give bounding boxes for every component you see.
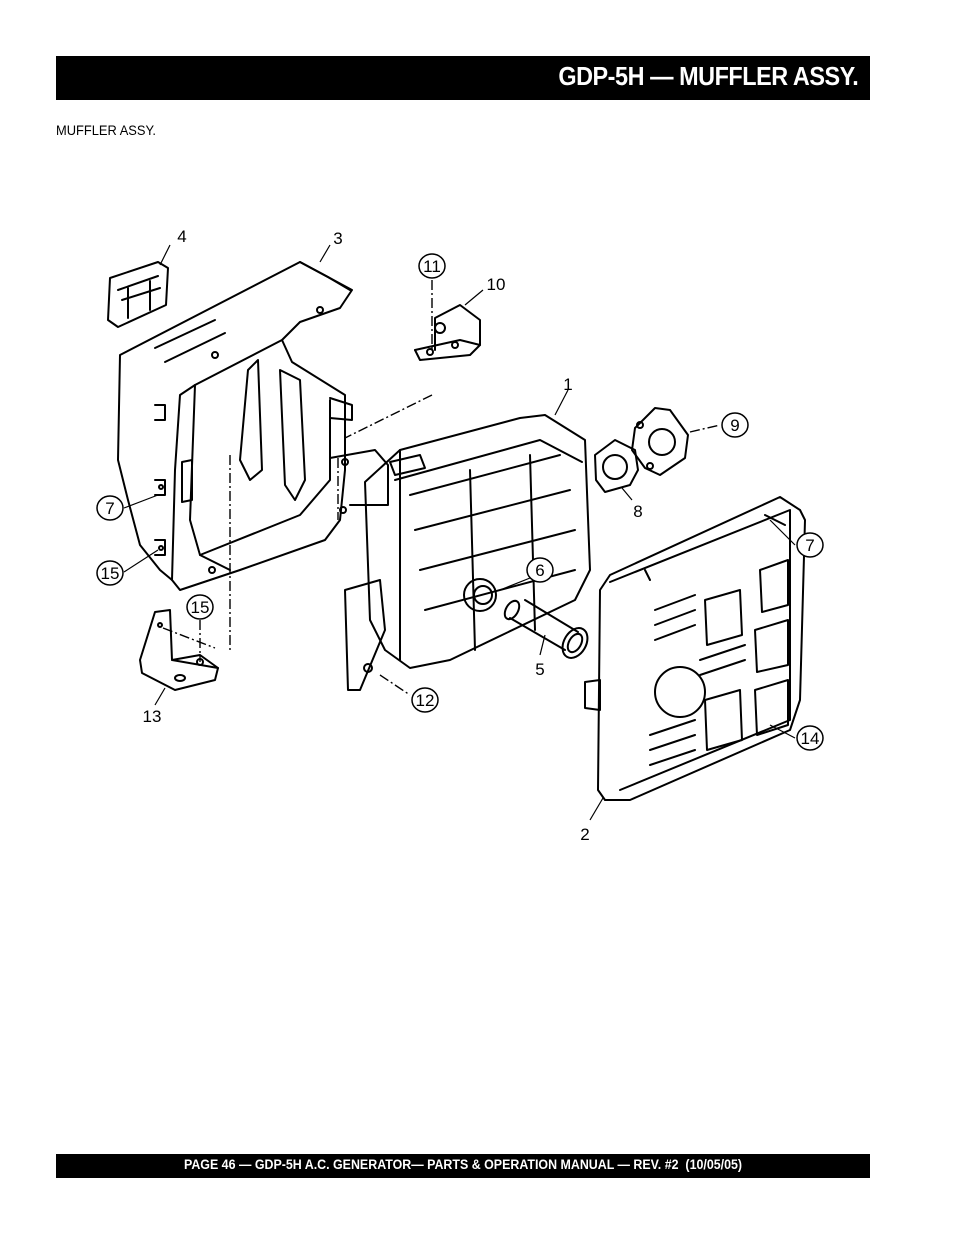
- callout-9: 9: [730, 416, 739, 435]
- part-9-flange: [631, 407, 689, 476]
- footer-bar: PAGE 46 — GDP-5H A.C. GENERATOR— PARTS &…: [56, 1154, 870, 1178]
- section-label: MUFFLER ASSY.: [56, 122, 156, 138]
- callout-12: 12: [416, 691, 435, 710]
- part-4-cover-plate: [107, 261, 169, 328]
- callout-11: 11: [423, 257, 441, 276]
- page-title: GDP-5H — MUFFLER ASSY.: [558, 61, 858, 91]
- callout-7-right: 7: [805, 536, 814, 555]
- part-10-bracket: [414, 304, 481, 361]
- part-5-tail-pipe: [503, 599, 589, 659]
- callout-5: 5: [535, 660, 544, 679]
- callout-14: 14: [801, 729, 820, 748]
- callout-3: 3: [333, 229, 342, 248]
- part-1-muffler-body: [329, 414, 591, 691]
- muffler-assembly-diagram: 4 3 11 10 1 9 8 7 7 15 15 6 5 12 13 14 2: [96, 227, 824, 844]
- callout-6: 6: [535, 561, 544, 580]
- part-13-lower-bracket: [139, 609, 219, 691]
- callout-10: 10: [487, 275, 506, 294]
- callout-15-lower: 15: [191, 598, 210, 617]
- part-3-heat-shield: [117, 261, 353, 591]
- callout-2: 2: [580, 825, 589, 844]
- callout-8: 8: [633, 502, 642, 521]
- callout-15-left: 15: [101, 564, 120, 583]
- header-bar: GDP-5H — MUFFLER ASSY.: [56, 56, 870, 100]
- callout-7-left: 7: [105, 499, 114, 518]
- callout-13: 13: [143, 707, 162, 726]
- callout-4: 4: [177, 227, 186, 246]
- callout-1: 1: [563, 375, 572, 394]
- footer-text: PAGE 46 — GDP-5H A.C. GENERATOR— PARTS &…: [183, 1157, 743, 1172]
- part-8-gasket: [594, 439, 639, 493]
- part-2-outer-cover: [584, 496, 806, 801]
